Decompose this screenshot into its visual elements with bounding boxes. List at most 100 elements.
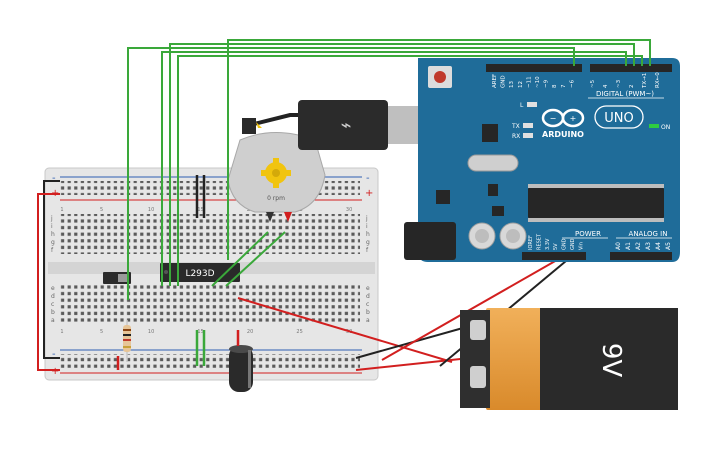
usb-plug [298, 100, 388, 150]
analog-pin-label: A0 [615, 242, 622, 250]
power-label: POWER [575, 230, 601, 238]
row-letter: j [50, 215, 53, 222]
row-letter: f [366, 247, 369, 254]
top-pin-label: ~5 [590, 79, 596, 88]
top-pin-label: 7 [561, 84, 567, 88]
analog-pin-label: A4 [655, 242, 662, 250]
top-pin-label: ~3 [616, 79, 622, 88]
dc-motor[interactable]: 0 rpm [227, 132, 326, 223]
row-letter: i [366, 223, 368, 230]
wire-red-rail-loop[interactable] [37, 193, 60, 371]
row-letter: i [51, 223, 53, 230]
wire-red-battery-rail[interactable] [355, 357, 471, 371]
rail-minus-top-right: - [366, 173, 370, 184]
top-pin-label: ~6 [569, 79, 575, 88]
arduino-infinity-logo: − + [541, 108, 585, 128]
header-top-left [486, 64, 582, 72]
motor-rpm-readout: 0 rpm [267, 195, 285, 202]
analog-pin-label: A2 [635, 242, 642, 250]
power-pin-label: Vin [578, 242, 584, 250]
arduino-model: UNO [604, 111, 633, 126]
led-on [649, 124, 659, 128]
wire-green-pin2[interactable] [227, 39, 651, 260]
analog-in-label: ANALOG IN [629, 230, 668, 238]
atmega-chip [528, 188, 664, 218]
row-letter: h [366, 231, 370, 238]
column-number: 5 [100, 207, 103, 213]
led-on-label: ON [661, 124, 670, 131]
capacitor[interactable] [229, 345, 253, 392]
top-pin-label: GND [501, 75, 507, 88]
wire-green-pin3[interactable] [177, 55, 643, 286]
crystal [467, 154, 519, 172]
led-l-label: L [520, 102, 524, 109]
resistor[interactable] [123, 320, 131, 362]
wire-red-to-battery[interactable] [237, 297, 453, 363]
usb-symbol-icon: ⌁ [341, 115, 352, 136]
usb-cable[interactable]: ⌁ [242, 100, 428, 150]
header-analog [610, 252, 672, 260]
led-tx [523, 123, 533, 128]
top-pin-label: 4 [603, 84, 609, 88]
power-pin-label: 5V [553, 243, 559, 250]
slide-switch[interactable] [103, 272, 131, 284]
row-letter: b [51, 309, 55, 316]
battery-9v[interactable]: 9V [460, 308, 678, 410]
led-rx-label: RX [512, 133, 520, 140]
row-letter: a [366, 317, 370, 324]
top-pin-label: 2 [629, 85, 635, 89]
wire-green-pin5[interactable] [161, 51, 627, 286]
column-number: 10 [148, 207, 154, 213]
row-letter: c [366, 301, 369, 308]
wire-black-rail-loop[interactable] [43, 180, 60, 359]
wire-red-arduino-5v[interactable] [381, 255, 565, 361]
analog-pin-label: A3 [645, 242, 652, 250]
signal-wires [127, 39, 651, 300]
top-pin-label: 12 [518, 81, 524, 88]
analog-pin-label: A5 [665, 242, 672, 250]
column-number: 10 [148, 329, 154, 335]
power-pin-label: 3.3V [545, 238, 551, 250]
row-letter: h [51, 231, 55, 238]
terminal-holes-lower [60, 284, 360, 324]
top-pin-label: ~11 [526, 76, 532, 88]
digital-pwm-label: DIGITAL (PWM~) [596, 90, 654, 98]
rail-plus-top-right: + [365, 188, 373, 199]
column-number: 1 [60, 329, 63, 335]
svg-text:−: − [550, 114, 557, 123]
rail-minus-top-left: - [52, 173, 56, 184]
top-pin-label: ~10 [535, 76, 541, 88]
row-letter: g [51, 239, 55, 246]
column-number: 30 [346, 207, 352, 213]
rail-minus-bottom-left: - [52, 349, 56, 360]
battery-label: 9V [596, 343, 626, 378]
column-number: 15 [197, 329, 203, 335]
top-pin-label: 13 [509, 81, 515, 88]
terminal-holes-upper [60, 214, 360, 254]
column-number: 15 [197, 207, 203, 213]
row-letter: a [51, 317, 55, 324]
lightning-icon [256, 122, 262, 128]
barrel-jack[interactable] [404, 222, 456, 260]
top-pin-label: TX→1 [642, 73, 648, 89]
header-power [522, 252, 586, 260]
battery-terminal-1 [470, 320, 486, 340]
row-letter: j [365, 215, 368, 222]
row-letter: e [366, 285, 370, 292]
wire-green-motor-1[interactable] [211, 231, 269, 287]
svg-text:+: + [570, 114, 577, 123]
power-pin-label: GND [570, 238, 576, 250]
row-letter: d [51, 293, 55, 300]
led-rx [523, 133, 533, 138]
motor-terminal-negative [266, 212, 274, 222]
wire-green-motor-2[interactable] [225, 231, 286, 287]
battery-terminal-2 [470, 366, 486, 388]
l293d-chip[interactable]: L293D [160, 263, 240, 282]
analog-pin-label: A1 [625, 242, 632, 250]
column-number: 5 [100, 329, 103, 335]
